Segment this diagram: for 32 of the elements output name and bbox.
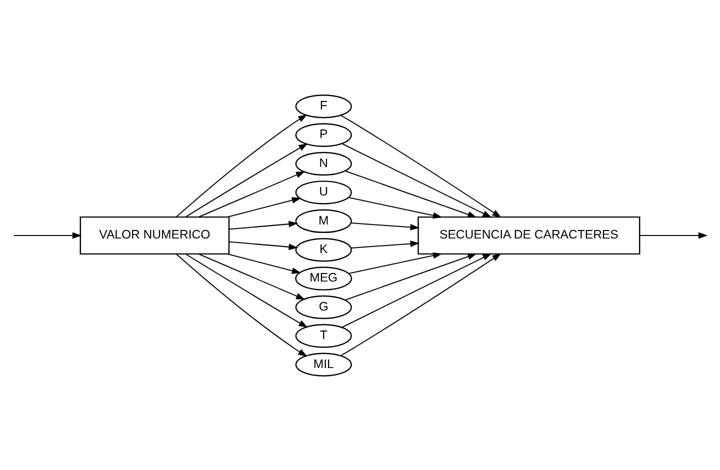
- node-ellipse: F: [295, 94, 352, 118]
- node-ellipse: M: [295, 208, 352, 233]
- arrow: [351, 240, 420, 248]
- arrow: [198, 170, 306, 217]
- node-ellipse: T: [295, 324, 352, 348]
- arrow: [198, 253, 306, 300]
- arrow: [345, 253, 477, 300]
- arrow: [640, 232, 708, 238]
- arrow: [227, 196, 302, 217]
- arrow: [351, 222, 420, 230]
- node-ellipse: MIL: [295, 352, 352, 376]
- node-ellipse: G: [295, 294, 352, 319]
- node-box: VALOR NUMERICO: [80, 216, 230, 254]
- arrow: [348, 196, 442, 218]
- node-ellipse: U: [295, 180, 352, 204]
- node-ellipse: N: [295, 151, 352, 176]
- arrow: [14, 232, 82, 238]
- arrow: [342, 142, 492, 218]
- node-ellipse: MEG: [295, 266, 352, 290]
- node-ellipse: P: [295, 122, 352, 146]
- arrow: [348, 252, 442, 274]
- node-ellipse: K: [295, 237, 352, 262]
- node-box: SECUENCIA DE CARACTERES: [418, 216, 640, 254]
- arrow: [227, 253, 302, 274]
- arrow: [345, 170, 477, 217]
- arrow: [229, 220, 298, 230]
- arrow: [185, 142, 308, 217]
- arrow: [229, 240, 298, 250]
- arrow: [176, 253, 308, 356]
- arrow: [185, 253, 308, 328]
- arrow: [340, 114, 502, 218]
- arrow: [176, 114, 308, 217]
